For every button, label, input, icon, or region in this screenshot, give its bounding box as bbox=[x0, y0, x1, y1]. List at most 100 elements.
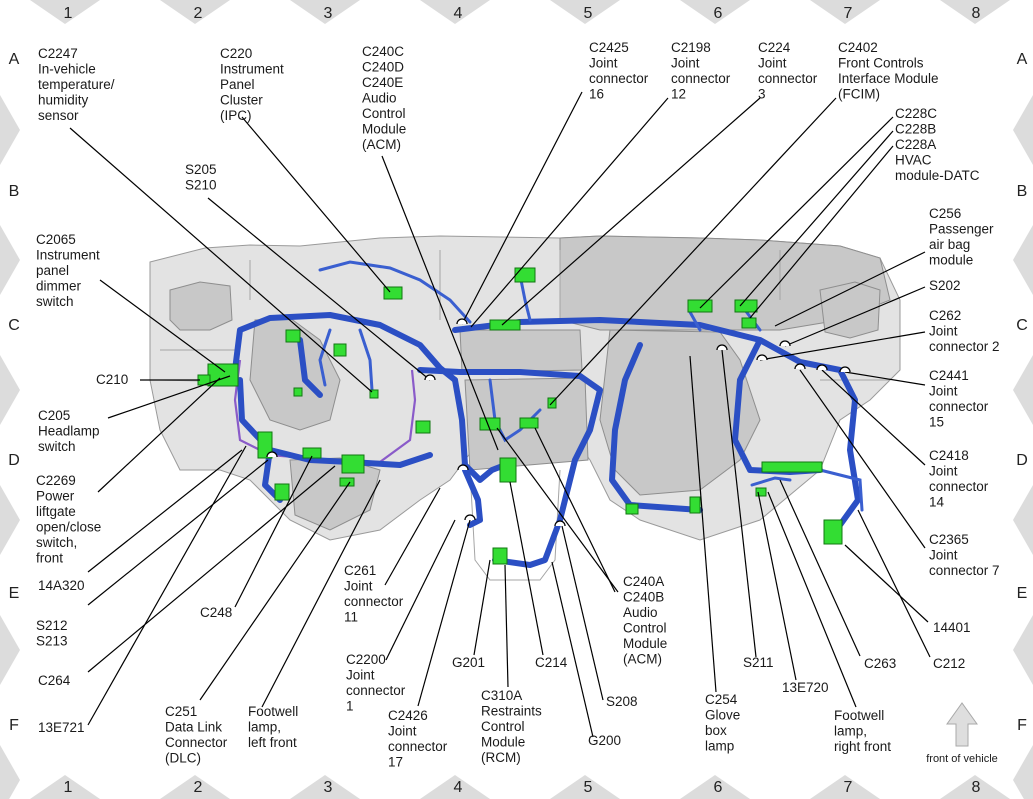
callout-c251-line: C251 bbox=[165, 704, 197, 719]
connector-ipc-lower bbox=[415, 420, 431, 434]
callout-s205-line: S205 bbox=[185, 162, 217, 177]
callout-g201-line: G201 bbox=[452, 655, 485, 670]
callout-c2247-line: humidity bbox=[38, 93, 89, 108]
callout-c310a-line: (RCM) bbox=[481, 750, 521, 765]
callout-c2269-line: switch, bbox=[36, 535, 77, 550]
callout-c220-line: (IPC) bbox=[220, 108, 252, 123]
callout-w14401-line: 14401 bbox=[933, 620, 971, 635]
callout-c2200-line: 1 bbox=[346, 699, 354, 714]
column-label-8-bottom: 8 bbox=[972, 779, 981, 796]
callout-c2247-line: temperature/ bbox=[38, 77, 115, 92]
callout-c240a-line: Module bbox=[623, 636, 667, 651]
splice-icon bbox=[716, 344, 728, 351]
connector-c310a bbox=[492, 547, 508, 565]
callout-c2402-line: Interface Module bbox=[838, 71, 939, 86]
callout-c240a-line: C240B bbox=[623, 590, 664, 605]
callout-s212-line: S213 bbox=[36, 634, 68, 649]
callout-c262-line: Joint bbox=[929, 324, 958, 339]
callout-c240c-line: C240E bbox=[362, 75, 403, 90]
callout-c2065-line: panel bbox=[36, 263, 69, 278]
callout-c2418-line: Joint bbox=[929, 464, 958, 479]
callout-c228-line: C228B bbox=[895, 122, 936, 137]
callout-c2198-line: 12 bbox=[671, 87, 686, 102]
callout-s208: S208 bbox=[606, 694, 638, 709]
callout-c254-line: box bbox=[705, 723, 727, 738]
callout-c214: C214 bbox=[535, 655, 568, 670]
callout-c2402-line: (FCIM) bbox=[838, 87, 880, 102]
callout-c2365-line: Joint bbox=[929, 548, 958, 563]
row-label-a-left: A bbox=[9, 51, 20, 68]
callout-footwell-lf-line: Footwell bbox=[248, 704, 298, 719]
callout-s212-line: S212 bbox=[36, 618, 68, 633]
callout-c262-line: connector 2 bbox=[929, 339, 1000, 354]
front-of-vehicle-arrow-icon bbox=[946, 702, 978, 747]
callout-c205-line: Headlamp bbox=[38, 424, 100, 439]
callout-c264: C264 bbox=[38, 673, 71, 688]
callout-c2269-line: Power bbox=[36, 489, 75, 504]
column-label-6-top: 6 bbox=[714, 5, 723, 22]
callout-footwell-rf-line: right front bbox=[834, 739, 891, 754]
callout-c2441-line: 15 bbox=[929, 415, 944, 430]
callout-c2426-line: Joint bbox=[388, 724, 417, 739]
column-label-7-bottom: 7 bbox=[844, 779, 853, 796]
callout-c2200-line: connector bbox=[346, 683, 406, 698]
callout-g201: G201 bbox=[452, 655, 485, 670]
splice-icon bbox=[779, 340, 791, 347]
callout-c2247-line: C2247 bbox=[38, 46, 78, 61]
column-label-5-top: 5 bbox=[584, 5, 593, 22]
callout-c254-line: C254 bbox=[705, 692, 738, 707]
callout-c2426-line: 17 bbox=[388, 755, 403, 770]
callout-c224-line: 3 bbox=[758, 87, 766, 102]
callout-g200-line: G200 bbox=[588, 733, 621, 748]
splice-icon bbox=[839, 366, 851, 373]
callout-c2065-line: C2065 bbox=[36, 232, 76, 247]
connector-s205 bbox=[285, 329, 301, 343]
callout-c210-line: C210 bbox=[96, 372, 128, 387]
connector-glove-lower bbox=[625, 503, 639, 515]
callout-c2441-line: Joint bbox=[929, 384, 958, 399]
callout-c240c-line: (ACM) bbox=[362, 137, 401, 152]
callout-c240c-line: Control bbox=[362, 106, 406, 121]
row-label-f-left: F bbox=[9, 717, 19, 734]
connector-c212 bbox=[823, 519, 843, 545]
callout-c2247-line: In-vehicle bbox=[38, 62, 96, 77]
connector-c2402 bbox=[687, 299, 713, 313]
connector-c248 bbox=[302, 447, 322, 459]
callout-w14a320-line: 14A320 bbox=[38, 578, 85, 593]
callout-s208-line: S208 bbox=[606, 694, 638, 709]
callout-c2269-line: liftgate bbox=[36, 504, 76, 519]
connector-c2269 bbox=[257, 431, 273, 459]
callout-c2402-line: C2402 bbox=[838, 40, 878, 55]
callout-c240c-line: C240D bbox=[362, 60, 404, 75]
callout-c251-line: Data Link bbox=[165, 720, 222, 735]
callout-c2425-line: connector bbox=[589, 71, 649, 86]
connector-c214 bbox=[499, 457, 517, 483]
callout-c2425-line: 16 bbox=[589, 87, 604, 102]
column-label-4-bottom: 4 bbox=[454, 779, 463, 796]
callout-c261-line: C261 bbox=[344, 563, 376, 578]
connectors bbox=[197, 267, 843, 565]
column-label-2-top: 2 bbox=[194, 5, 203, 22]
splice-symbols bbox=[266, 318, 851, 527]
connector-c263 bbox=[761, 461, 823, 473]
callout-c256-line: air bag bbox=[929, 237, 970, 252]
row-label-c-left: C bbox=[8, 317, 20, 334]
leader-lines bbox=[69, 91, 931, 738]
callout-c2441-line: connector bbox=[929, 399, 989, 414]
connector-c2247 bbox=[333, 343, 347, 357]
